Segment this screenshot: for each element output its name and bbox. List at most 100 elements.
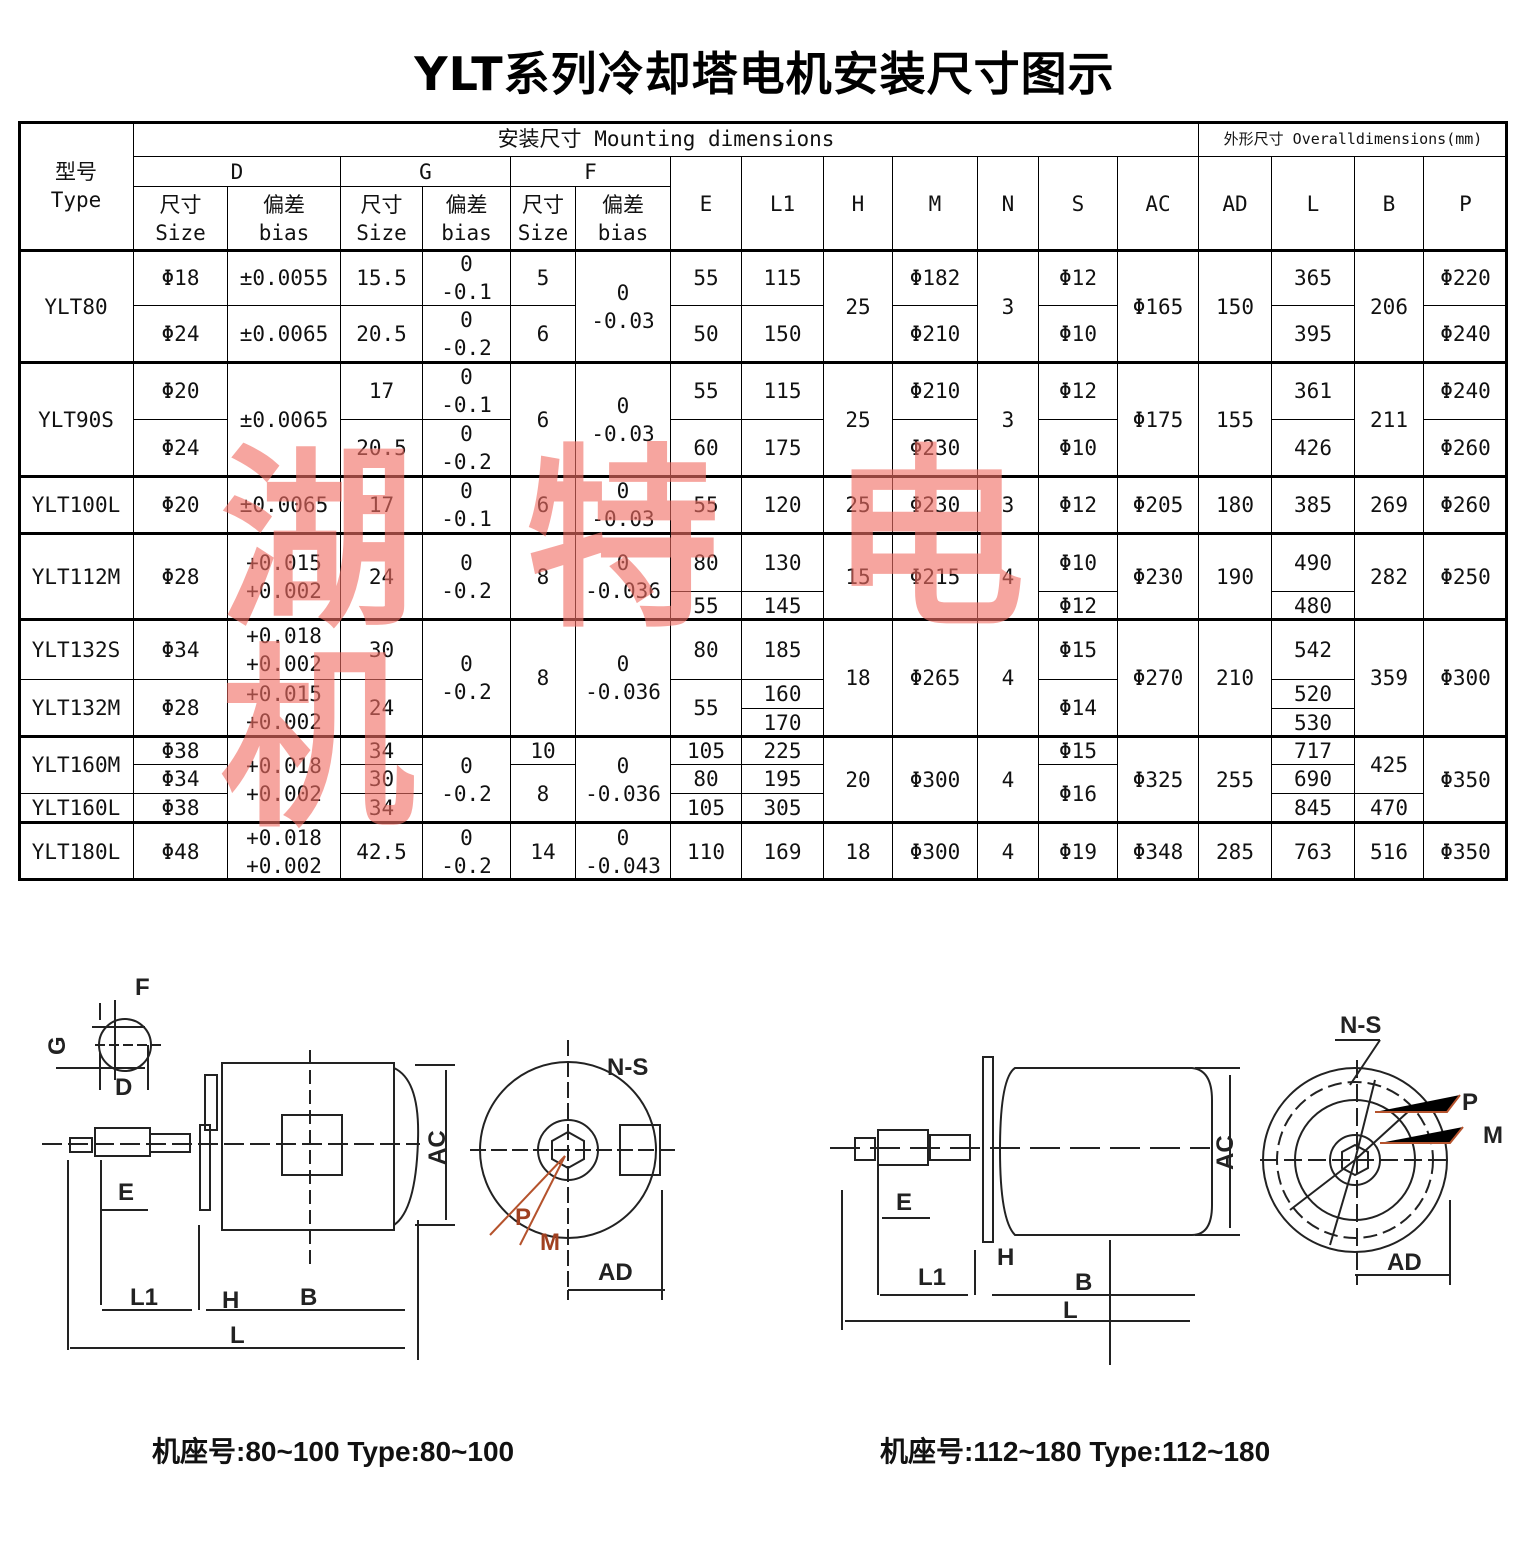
- cell-B: 359: [1354, 619, 1424, 737]
- cell-G: 20.5: [340, 305, 423, 363]
- size-en: Size: [155, 220, 206, 245]
- label-L: L: [230, 1322, 245, 1349]
- cell-S: Φ10: [1038, 305, 1118, 363]
- cell-L: 763: [1271, 822, 1355, 881]
- divider: [18, 249, 1508, 252]
- lower: -0.2: [441, 680, 492, 704]
- cell-AC: Φ270: [1117, 619, 1199, 737]
- cell-D-bias: ±0.0065: [227, 476, 341, 534]
- cell-D: Φ18: [133, 250, 228, 306]
- cell-B: 516: [1354, 822, 1424, 881]
- header-M: M: [892, 156, 978, 251]
- page-title: YLT系列冷却塔电机安装尺寸图示: [414, 47, 1115, 101]
- bias-en: bias: [597, 220, 649, 245]
- cell-L1: 170: [741, 708, 824, 737]
- header-L: L: [1271, 156, 1355, 251]
- label-L1: L1: [918, 1264, 946, 1291]
- cell-L1: 115: [741, 250, 824, 306]
- cell-D: Φ24: [133, 305, 228, 363]
- motor-diagram-small: F G D E L1 H B L AC N-S AD P M: [42, 974, 680, 1360]
- upper: 0: [460, 308, 473, 332]
- cell-L: 717: [1271, 736, 1355, 765]
- cell-L: 530: [1271, 708, 1355, 737]
- header-L1: L1: [741, 156, 824, 251]
- cell-B: 269: [1354, 476, 1424, 534]
- cell-B: 211: [1354, 362, 1424, 477]
- lower: -0.1: [441, 507, 492, 531]
- label-M: M: [1483, 1122, 1503, 1149]
- cell-G: 17: [340, 476, 423, 534]
- cell-F: 10: [510, 736, 576, 765]
- header-mounting: 安装尺寸 Mounting dimensions: [133, 121, 1199, 157]
- lower: -0.1: [441, 280, 492, 304]
- upper: 0: [460, 550, 473, 575]
- upper: 0: [616, 393, 630, 418]
- cell-M: Φ210: [892, 362, 978, 420]
- row-type: YLT80: [18, 250, 134, 363]
- cell-D-bias: +0.015+0.002: [227, 679, 341, 737]
- cell-L: 490: [1271, 533, 1355, 592]
- lower: -0.03: [591, 421, 655, 446]
- cell-M: Φ210: [892, 305, 978, 363]
- cell-G: 24: [340, 679, 423, 737]
- cell-N: 4: [977, 736, 1039, 823]
- upper: 0: [460, 652, 473, 676]
- upper: 0: [460, 825, 473, 850]
- cell-L1: 160: [741, 679, 824, 709]
- cell-B: 470: [1354, 793, 1424, 823]
- label-L1: L1: [130, 1284, 158, 1311]
- cell-S: Φ10: [1038, 419, 1118, 477]
- cell-AD: 255: [1198, 736, 1272, 823]
- cell-D: Φ28: [133, 679, 228, 737]
- cell-AC: Φ230: [1117, 533, 1199, 620]
- cell-E: 55: [670, 679, 742, 737]
- cell-G: 15.5: [340, 250, 423, 306]
- cell-AC: Φ165: [1117, 250, 1199, 363]
- label-AD: AD: [1387, 1249, 1422, 1276]
- cell-F: 6: [510, 476, 576, 534]
- label-H: H: [997, 1244, 1014, 1271]
- label-L: L: [1063, 1297, 1078, 1324]
- caption-large: 机座号:112~180 Type:112~180: [880, 1436, 1271, 1467]
- cell-AD: 285: [1198, 822, 1272, 881]
- lower: -0.043: [585, 853, 661, 878]
- cell-L: 690: [1271, 764, 1355, 794]
- upper: 0: [460, 252, 473, 276]
- upper: 0: [616, 550, 630, 575]
- cell-L1: 169: [741, 822, 824, 881]
- cell-G: 30: [340, 764, 423, 794]
- cell-L: 542: [1271, 619, 1355, 680]
- lower: +0.002: [246, 651, 322, 676]
- cell-L1: 225: [741, 736, 824, 765]
- cell-L: 385: [1271, 476, 1355, 534]
- cell-S: Φ12: [1038, 250, 1118, 306]
- cell-G-bias: 0-0.2: [422, 419, 511, 477]
- cell-AD: 150: [1198, 250, 1272, 363]
- lower: -0.03: [591, 308, 655, 333]
- cell-D-bias: ±0.0065: [227, 305, 341, 363]
- cell-E: 105: [670, 736, 742, 765]
- cell-H: 15: [823, 533, 893, 620]
- cell-AC: Φ348: [1117, 822, 1199, 881]
- cell-H: 20: [823, 736, 893, 823]
- cell-N: 4: [977, 822, 1039, 881]
- bias-en: bias: [258, 220, 310, 245]
- cell-H: 25: [823, 362, 893, 477]
- cell-N: 3: [977, 250, 1039, 363]
- divider: [18, 475, 1508, 478]
- label-H: H: [222, 1287, 239, 1314]
- cell-N: 3: [977, 476, 1039, 534]
- bias-en: bias: [441, 220, 492, 245]
- upper: 0: [460, 479, 473, 503]
- cell-AC: Φ205: [1117, 476, 1199, 534]
- cell-N: 3: [977, 362, 1039, 477]
- cell-AC: Φ325: [1117, 736, 1199, 823]
- cell-E: 55: [670, 476, 742, 534]
- upper: +0.018: [246, 623, 322, 648]
- cell-S: Φ19: [1038, 822, 1118, 881]
- cell-E: 105: [670, 793, 742, 823]
- lower: -0.03: [591, 507, 655, 531]
- label-G: G: [44, 1036, 71, 1055]
- row-type: YLT132M: [18, 679, 134, 737]
